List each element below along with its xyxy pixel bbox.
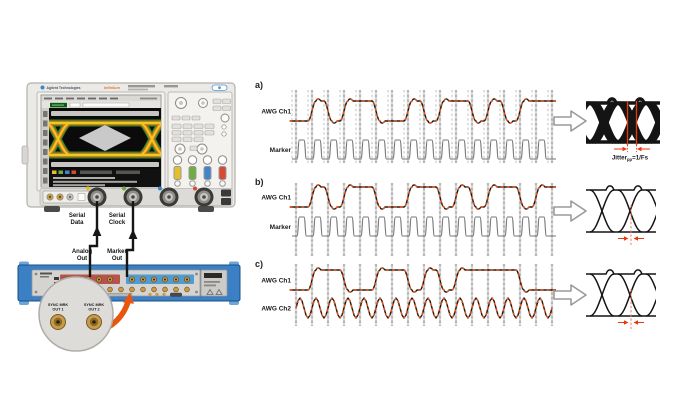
scope-foot bbox=[198, 206, 214, 212]
bnc-channel-2 bbox=[122, 186, 143, 207]
section-label-b: b) bbox=[255, 177, 264, 187]
scope-brand: Agilent Technologies bbox=[47, 86, 81, 90]
section-label-c: c) bbox=[255, 259, 263, 269]
waveform-plot bbox=[289, 183, 557, 256]
bnc-channel-3 bbox=[158, 186, 179, 207]
svg-text:Out: Out bbox=[77, 256, 87, 262]
knob bbox=[220, 113, 230, 123]
svg-text:OUT 2: OUT 2 bbox=[88, 308, 99, 312]
serial-clock-cable bbox=[125, 201, 135, 277]
row-label-awg-ch1: AWG Ch1 bbox=[261, 109, 291, 116]
serial-data-label: Serial bbox=[69, 213, 86, 219]
waveform-panel-a: a) AWG Ch1 Marker Jitterpp=1/Fs bbox=[255, 80, 660, 163]
connection-labels: Serial Data Serial Clock Analog Out Mark… bbox=[69, 213, 128, 262]
svg-text:Out: Out bbox=[112, 256, 122, 262]
channel-controls bbox=[172, 155, 228, 187]
waveform-panel-c: c) AWG Ch1 AWG Ch2 bbox=[255, 259, 656, 329]
svg-text:OUT 1: OUT 1 bbox=[52, 308, 63, 312]
marker-out-label: Marker bbox=[107, 249, 127, 255]
eye-diagram bbox=[586, 269, 656, 329]
agilent-logo-icon bbox=[40, 85, 45, 90]
flow-arrow bbox=[553, 200, 587, 222]
section-label-a: a) bbox=[255, 80, 263, 90]
up-arrowhead-icon bbox=[128, 229, 138, 239]
bnc-channel-1 bbox=[86, 186, 107, 207]
sync-mrk-out2-connector bbox=[86, 314, 102, 330]
cables bbox=[88, 201, 138, 277]
row-label-awg-ch2: AWG Ch2 bbox=[261, 306, 291, 313]
up-arrowhead-icon bbox=[92, 226, 102, 236]
warning-triangle-icon bbox=[206, 288, 214, 295]
row-label-awg-ch1: AWG Ch1 bbox=[261, 195, 291, 202]
waveform-panel-b: b) AWG Ch1 Marker bbox=[255, 177, 656, 256]
eye-diagram-screen bbox=[49, 119, 161, 159]
flow-arrow bbox=[553, 110, 587, 132]
scope-series-logo: Infiniium bbox=[104, 86, 120, 90]
scope-side-tab bbox=[21, 145, 29, 165]
serial-clock-label: Serial bbox=[109, 213, 126, 219]
scope-screen bbox=[40, 94, 162, 188]
eye-diagram bbox=[586, 97, 660, 152]
scope-model-text bbox=[128, 85, 155, 88]
oscilloscope: Agilent Technologies Infiniium bbox=[21, 82, 236, 212]
serial-data-cable bbox=[88, 201, 99, 277]
marker-out-highlight bbox=[126, 274, 194, 284]
scope-foot bbox=[44, 206, 60, 212]
warning-triangle-icon bbox=[215, 288, 223, 295]
sync-mrk-out2-label: SYNC MRK bbox=[84, 303, 105, 307]
row-label-marker: Marker bbox=[270, 224, 292, 231]
eye-diagram bbox=[586, 185, 656, 245]
sync-mrk-out1-connector bbox=[50, 314, 66, 330]
magnifier-callout: SYNC MRK OUT 1 SYNC MRK OUT 2 bbox=[38, 276, 134, 352]
jitter-annotation: Jitterpp=1/Fs bbox=[612, 155, 649, 163]
flow-arrow bbox=[553, 284, 587, 306]
sync-mrk-out1-label: SYNC MRK bbox=[48, 303, 69, 307]
bnc-channel-4 bbox=[193, 186, 214, 207]
callout-arrowhead-icon bbox=[123, 292, 134, 304]
scope-control-panel bbox=[167, 91, 233, 192]
waveform-plot bbox=[289, 90, 557, 163]
waveform-plot bbox=[289, 264, 557, 326]
row-label-awg-ch1: AWG Ch1 bbox=[261, 278, 291, 285]
scope-input-connectors bbox=[39, 186, 233, 207]
magnifier-circle bbox=[38, 276, 114, 352]
svg-text:Clock: Clock bbox=[109, 220, 126, 226]
eye-mask-diamond bbox=[79, 125, 131, 151]
screen-icon-column bbox=[41, 108, 49, 187]
svg-text:Data: Data bbox=[70, 220, 84, 226]
analog-out-label: Analog bbox=[72, 249, 93, 255]
row-label-marker: Marker bbox=[270, 147, 292, 154]
